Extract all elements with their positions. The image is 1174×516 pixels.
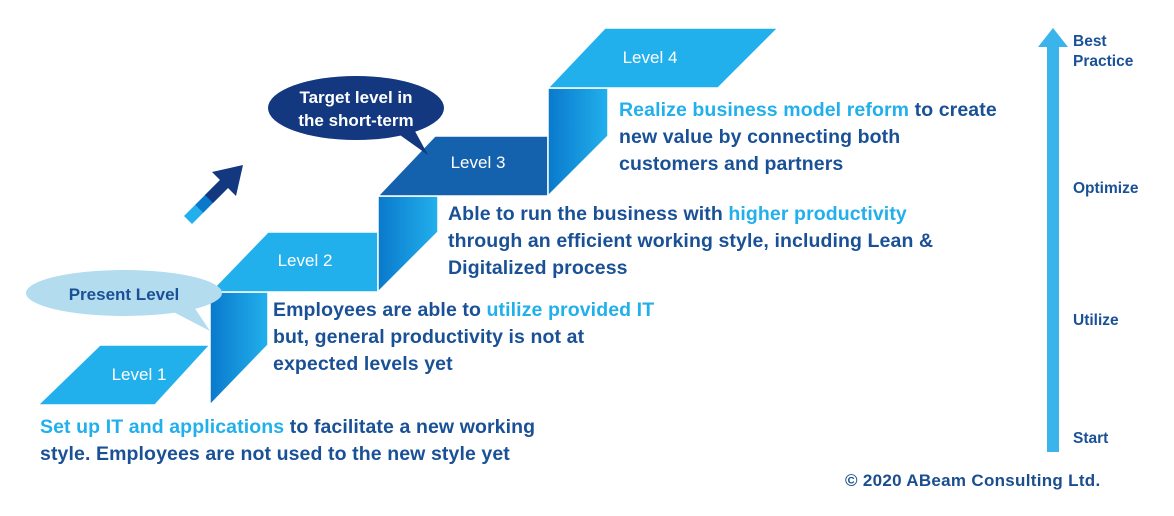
level-1-line2: style. Employees are not used to the new… (40, 443, 510, 465)
level-1-highlight: Set up IT and applications (40, 416, 285, 438)
present-level-callout (26, 270, 222, 331)
level-1-label: Level 1 (112, 365, 167, 384)
axis-label-optimize: Optimize (1073, 180, 1139, 197)
level-3-line1-pre: Able to run the business with (448, 203, 729, 225)
level-2-riser (377, 195, 439, 294)
level-4-line3: customers and partners (619, 153, 844, 175)
present-level-text: Present Level (69, 285, 180, 304)
level-3-line3: Digitalized process (448, 257, 628, 279)
target-level-callout (268, 76, 444, 155)
progress-axis-arrow (1038, 28, 1068, 452)
axis-label-best: Best (1073, 33, 1107, 50)
level-3-riser (547, 87, 609, 198)
level-2-line2: but, general productivity is not at (273, 326, 585, 348)
axis-label-practice: Practice (1073, 53, 1134, 70)
level-4-label: Level 4 (623, 48, 678, 67)
level-2-highlight: utilize provided IT (486, 299, 655, 321)
axis-label-utilize: Utilize (1073, 312, 1119, 329)
level-1-line1-rest: to facilitate a new working (284, 416, 536, 438)
target-level-text-line1: Target level in (299, 88, 412, 107)
level-4-line2: new value by connecting both (619, 126, 901, 148)
level-2-label: Level 2 (278, 251, 333, 270)
level-4-line1-rest: to create (909, 99, 997, 121)
level-4-step (546, 27, 780, 89)
level-3-description: Able to run the business with higher pro… (448, 201, 1008, 282)
level-2-line1-pre: Employees are able to (273, 299, 487, 321)
level-1-step (36, 344, 212, 406)
copyright-notice: © 2020 ABeam Consulting Ltd. (845, 471, 1101, 490)
level-3-label: Level 3 (451, 153, 506, 172)
level-2-line3: expected levels yet (273, 353, 453, 375)
level-1-riser (209, 291, 269, 407)
level-4-description: Realize business model reform to create … (619, 97, 1059, 178)
target-level-text-line2: the short-term (298, 111, 413, 130)
level-2-description: Employees are able to utilize provided I… (273, 297, 733, 378)
level-3-highlight: higher productivity (728, 203, 907, 225)
diagonal-up-right-arrow-icon (184, 165, 243, 224)
axis-label-start: Start (1073, 430, 1109, 447)
level-4-highlight: Realize business model reform (619, 99, 910, 121)
level-3-line2: through an efficient working style, incl… (448, 230, 934, 252)
level-1-description: Set up IT and applications to facilitate… (40, 414, 620, 468)
